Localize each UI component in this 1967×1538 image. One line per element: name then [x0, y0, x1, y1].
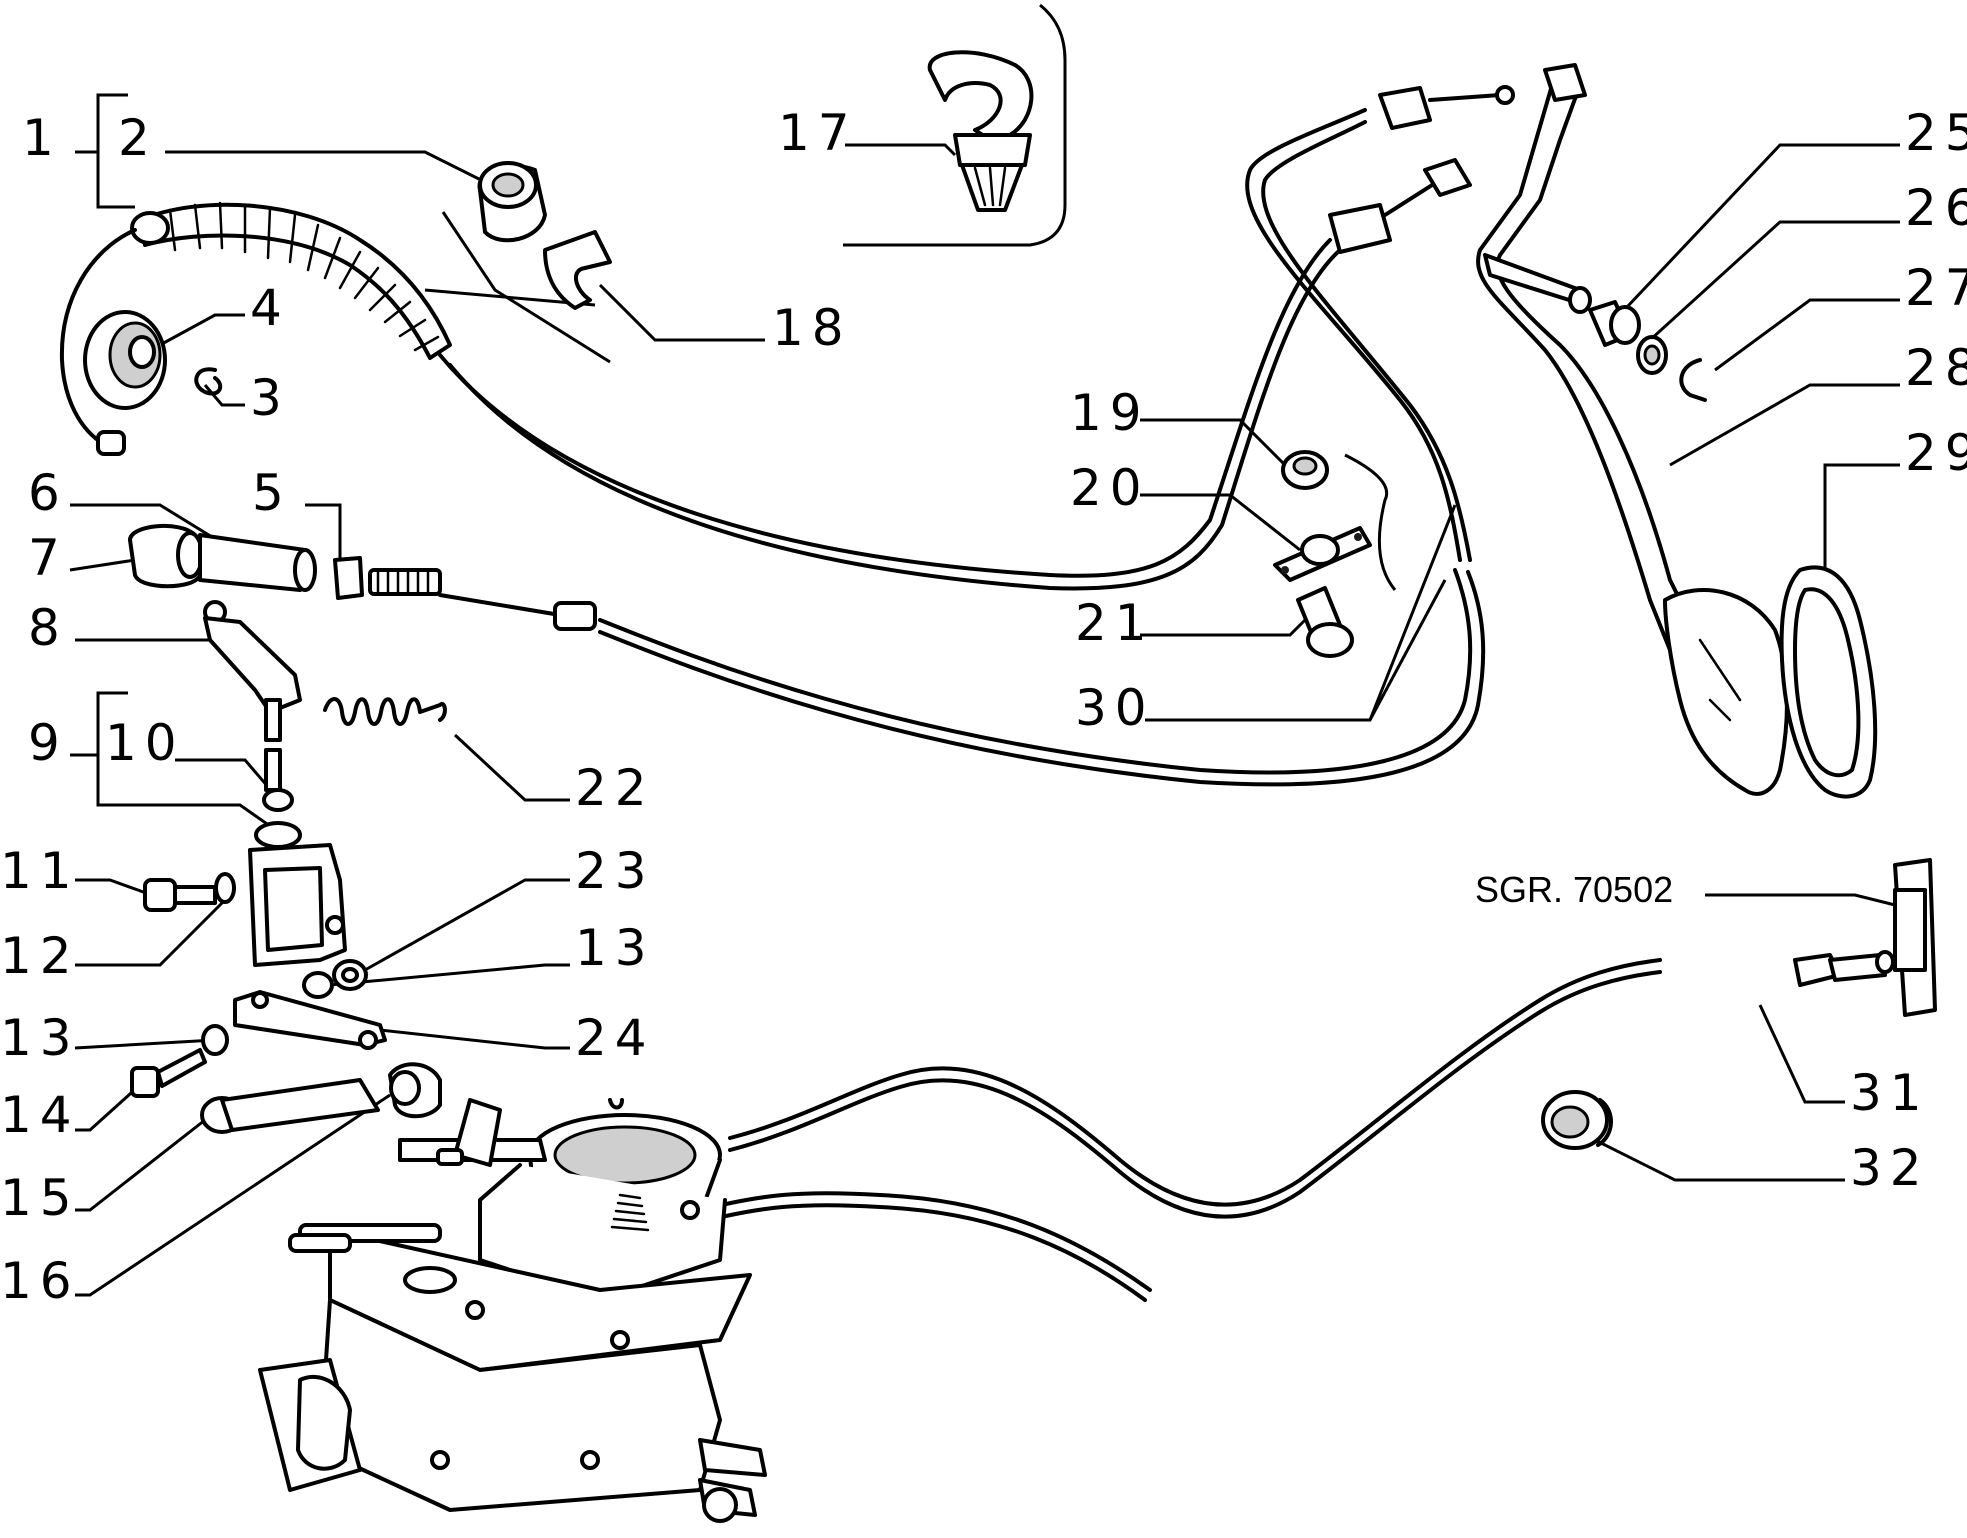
callout-3: 3 — [250, 369, 290, 427]
callout-24: 24 — [575, 1009, 655, 1067]
part-grommet-19 — [1281, 450, 1329, 490]
callout-8: 8 — [28, 599, 68, 657]
part-cable-ends — [1328, 85, 1515, 254]
callout-22: 22 — [575, 759, 655, 817]
part-screw-21 — [1296, 586, 1354, 658]
callout-6: 6 — [28, 464, 68, 522]
callout-20: 20 — [1070, 459, 1150, 517]
part-bracket-9 — [248, 788, 347, 967]
callout-26: 26 — [1905, 179, 1967, 237]
callout-10: 10 — [105, 714, 185, 772]
carburettor — [258, 1098, 767, 1523]
part-bracket-sgr — [1793, 858, 1937, 1017]
callout-14: 14 — [0, 1086, 80, 1144]
callout-13-right: 13 — [575, 919, 655, 977]
callout-29: 29 — [1905, 424, 1967, 482]
part-washer-23 — [302, 959, 368, 999]
part-corrugated-boot — [59, 201, 452, 456]
callout-13-left: 13 — [0, 1009, 80, 1067]
part-clip-18 — [543, 230, 612, 310]
callout-27: 27 — [1905, 259, 1967, 317]
part-lever-8 — [203, 600, 302, 792]
part-washer-26 — [1636, 335, 1668, 375]
callout-11: 11 — [0, 842, 80, 900]
callout-7: 7 — [28, 529, 68, 587]
callout-17: 17 — [778, 104, 858, 162]
cables — [438, 108, 1662, 1302]
part-pad-29 — [1779, 565, 1878, 799]
callout-31: 31 — [1850, 1064, 1930, 1122]
callout-15: 15 — [0, 1169, 80, 1227]
callout-18: 18 — [772, 299, 852, 357]
part-grommet-32 — [1541, 1090, 1613, 1150]
part-plate-20 — [1273, 526, 1372, 582]
callout-21: 21 — [1075, 594, 1155, 652]
callout-5: 5 — [252, 464, 292, 522]
callout-labels: 1 2 3 4 5 6 7 8 9 10 11 12 13 14 15 16 1… — [0, 104, 1967, 1310]
callout-28: 28 — [1905, 339, 1967, 397]
part-bushing-2 — [477, 161, 547, 243]
part-screw-14 — [130, 1024, 229, 1098]
part-clamp-17 — [927, 50, 1034, 212]
callout-23: 23 — [575, 842, 655, 900]
callout-9: 9 — [28, 714, 68, 772]
callout-16: 16 — [0, 1252, 80, 1310]
part-clip-3 — [194, 367, 223, 396]
part-grommet-4 — [83, 310, 167, 410]
callout-30: 30 — [1075, 679, 1155, 737]
part-link-24 — [233, 990, 387, 1050]
part-screw-11 — [143, 872, 236, 912]
part-adjuster-5-6-7 — [128, 523, 597, 631]
callout-2: 2 — [118, 109, 158, 167]
part-clip-27 — [1679, 358, 1707, 402]
callout-12: 12 — [0, 927, 80, 985]
reference-code: SGR. 70502 — [1475, 869, 1673, 910]
part-spring-22 — [323, 697, 447, 726]
part-pin-15-16 — [200, 1062, 442, 1134]
callout-1: 1 — [22, 109, 62, 167]
callout-32: 32 — [1850, 1139, 1930, 1197]
callout-4: 4 — [250, 279, 290, 337]
part-bushing-25 — [1588, 300, 1641, 347]
callout-25: 25 — [1905, 104, 1967, 162]
callout-19: 19 — [1070, 384, 1150, 442]
part-pedal-28 — [1476, 63, 1789, 796]
